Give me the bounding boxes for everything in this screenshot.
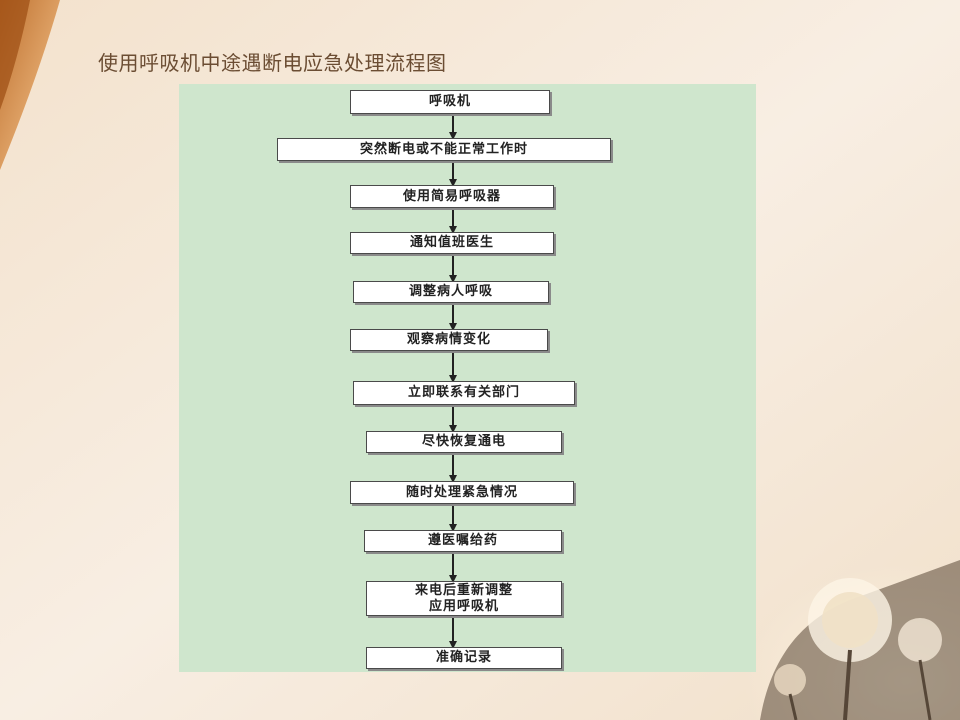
slide-title: 使用呼吸机中途遇断电应急处理流程图 [98,51,447,75]
flowchart-panel: 呼吸机 突然断电或不能正常工作时 使用简易呼吸器 通知值班医生 调整病人呼吸 观… [179,84,756,672]
flow-step-record: 准确记录 [366,647,562,669]
flow-step-restore-power: 尽快恢复通电 [366,431,562,453]
flow-step-contact-departments: 立即联系有关部门 [353,381,575,405]
flow-step-observe-condition: 观察病情变化 [350,329,548,351]
flowchart-arrows [449,114,457,649]
flow-step-simple-respirator: 使用简易呼吸器 [350,185,554,208]
flow-step-ventilator: 呼吸机 [350,90,550,114]
flow-step-notify-doctor: 通知值班医生 [350,232,554,254]
dandelion-decoration [760,560,960,720]
flow-step-readjust-ventilator: 来电后重新调整 应用呼吸机 [366,581,562,616]
flow-step-adjust-breathing: 调整病人呼吸 [353,281,549,303]
flow-step-power-failure: 突然断电或不能正常工作时 [277,138,611,161]
flow-step-medication: 遵医嘱给药 [364,530,562,552]
flow-step-handle-emergency: 随时处理紧急情况 [350,481,574,504]
